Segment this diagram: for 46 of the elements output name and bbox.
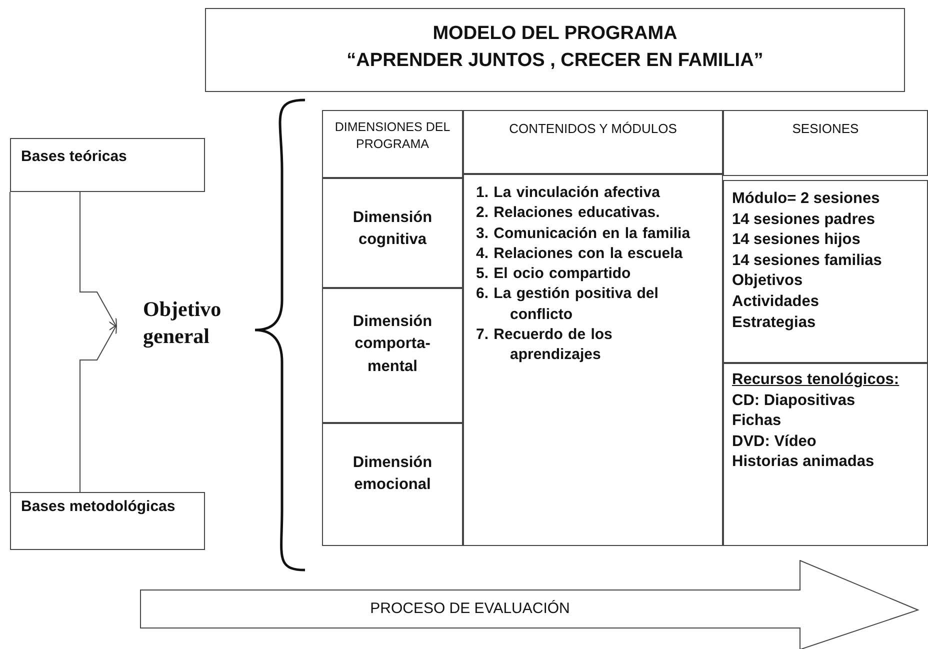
- arrow: [80, 192, 117, 328]
- table-header-cell: [463, 110, 723, 174]
- arrow-label: PROCESO DE EVALUACIÓN: [369, 599, 571, 619]
- list-line: 14 sesiones padres: [732, 210, 876, 230]
- cell-text: Dimensión cognitiva: [352, 208, 434, 250]
- list-line: Historias animadas: [732, 452, 876, 472]
- box-label: Bases metodológicas: [21, 497, 176, 516]
- list-line: 14 sesiones familias: [732, 250, 883, 271]
- list-item: 7. Recuerdo de los aprendizajes: [476, 324, 614, 365]
- list-item: 3. Comunicación en la familia: [476, 224, 692, 244]
- list-line: 14 sesiones hijos: [732, 230, 862, 250]
- table-cell: [322, 423, 463, 546]
- list-line: Estrategias: [732, 312, 817, 333]
- list-item: 6. La gestión positiva del conflicto: [476, 284, 660, 324]
- arrow: [80, 324, 117, 492]
- list-line: Actividades: [732, 292, 820, 312]
- table-cell: [322, 288, 463, 423]
- list-item: 4. Relaciones con la escuela: [476, 244, 684, 264]
- text-box: [10, 138, 205, 192]
- list-line: DVD: Vídeo: [732, 432, 818, 452]
- list-line: Objetivos: [732, 271, 804, 292]
- list-line: Recursos tenológicos:: [732, 370, 900, 390]
- block-arrow: [140, 560, 920, 649]
- list-item: 2. Relaciones educativas.: [476, 203, 661, 224]
- header-text: CONTENIDOS Y MÓDULOS: [508, 121, 678, 138]
- title-box: [205, 8, 905, 92]
- table-cell: [463, 174, 723, 546]
- title-text: “APRENDER JUNTOS , CRECER EN FAMILIA”: [346, 48, 764, 73]
- table-header-cell: [723, 110, 928, 176]
- list-item: 1. La vinculación afectiva: [476, 183, 661, 203]
- header-text: SESIONES: [791, 121, 860, 138]
- list-line: Módulo= 2 sesiones: [732, 189, 881, 209]
- title-text: MODELO DEL PROGRAMA: [432, 22, 678, 46]
- list-item: 5. El ocio compartido: [476, 264, 632, 284]
- table-header-cell: [322, 110, 463, 178]
- table-cell: [723, 363, 928, 546]
- cell-text: Dimensión emocional: [352, 453, 434, 496]
- objective-text: Objetivo general: [116, 296, 246, 356]
- list-line: CD: Diapositivas: [732, 390, 856, 411]
- table-cell: [723, 180, 928, 363]
- list-line: Fichas: [732, 411, 782, 432]
- table-cell: [322, 178, 463, 288]
- header-text: DIMENSIONES DEL PROGRAMA: [334, 119, 452, 153]
- cell-text: Dimensión comporta- mental: [352, 312, 434, 377]
- text-box: [10, 492, 205, 550]
- box-label: Bases teóricas: [21, 147, 128, 166]
